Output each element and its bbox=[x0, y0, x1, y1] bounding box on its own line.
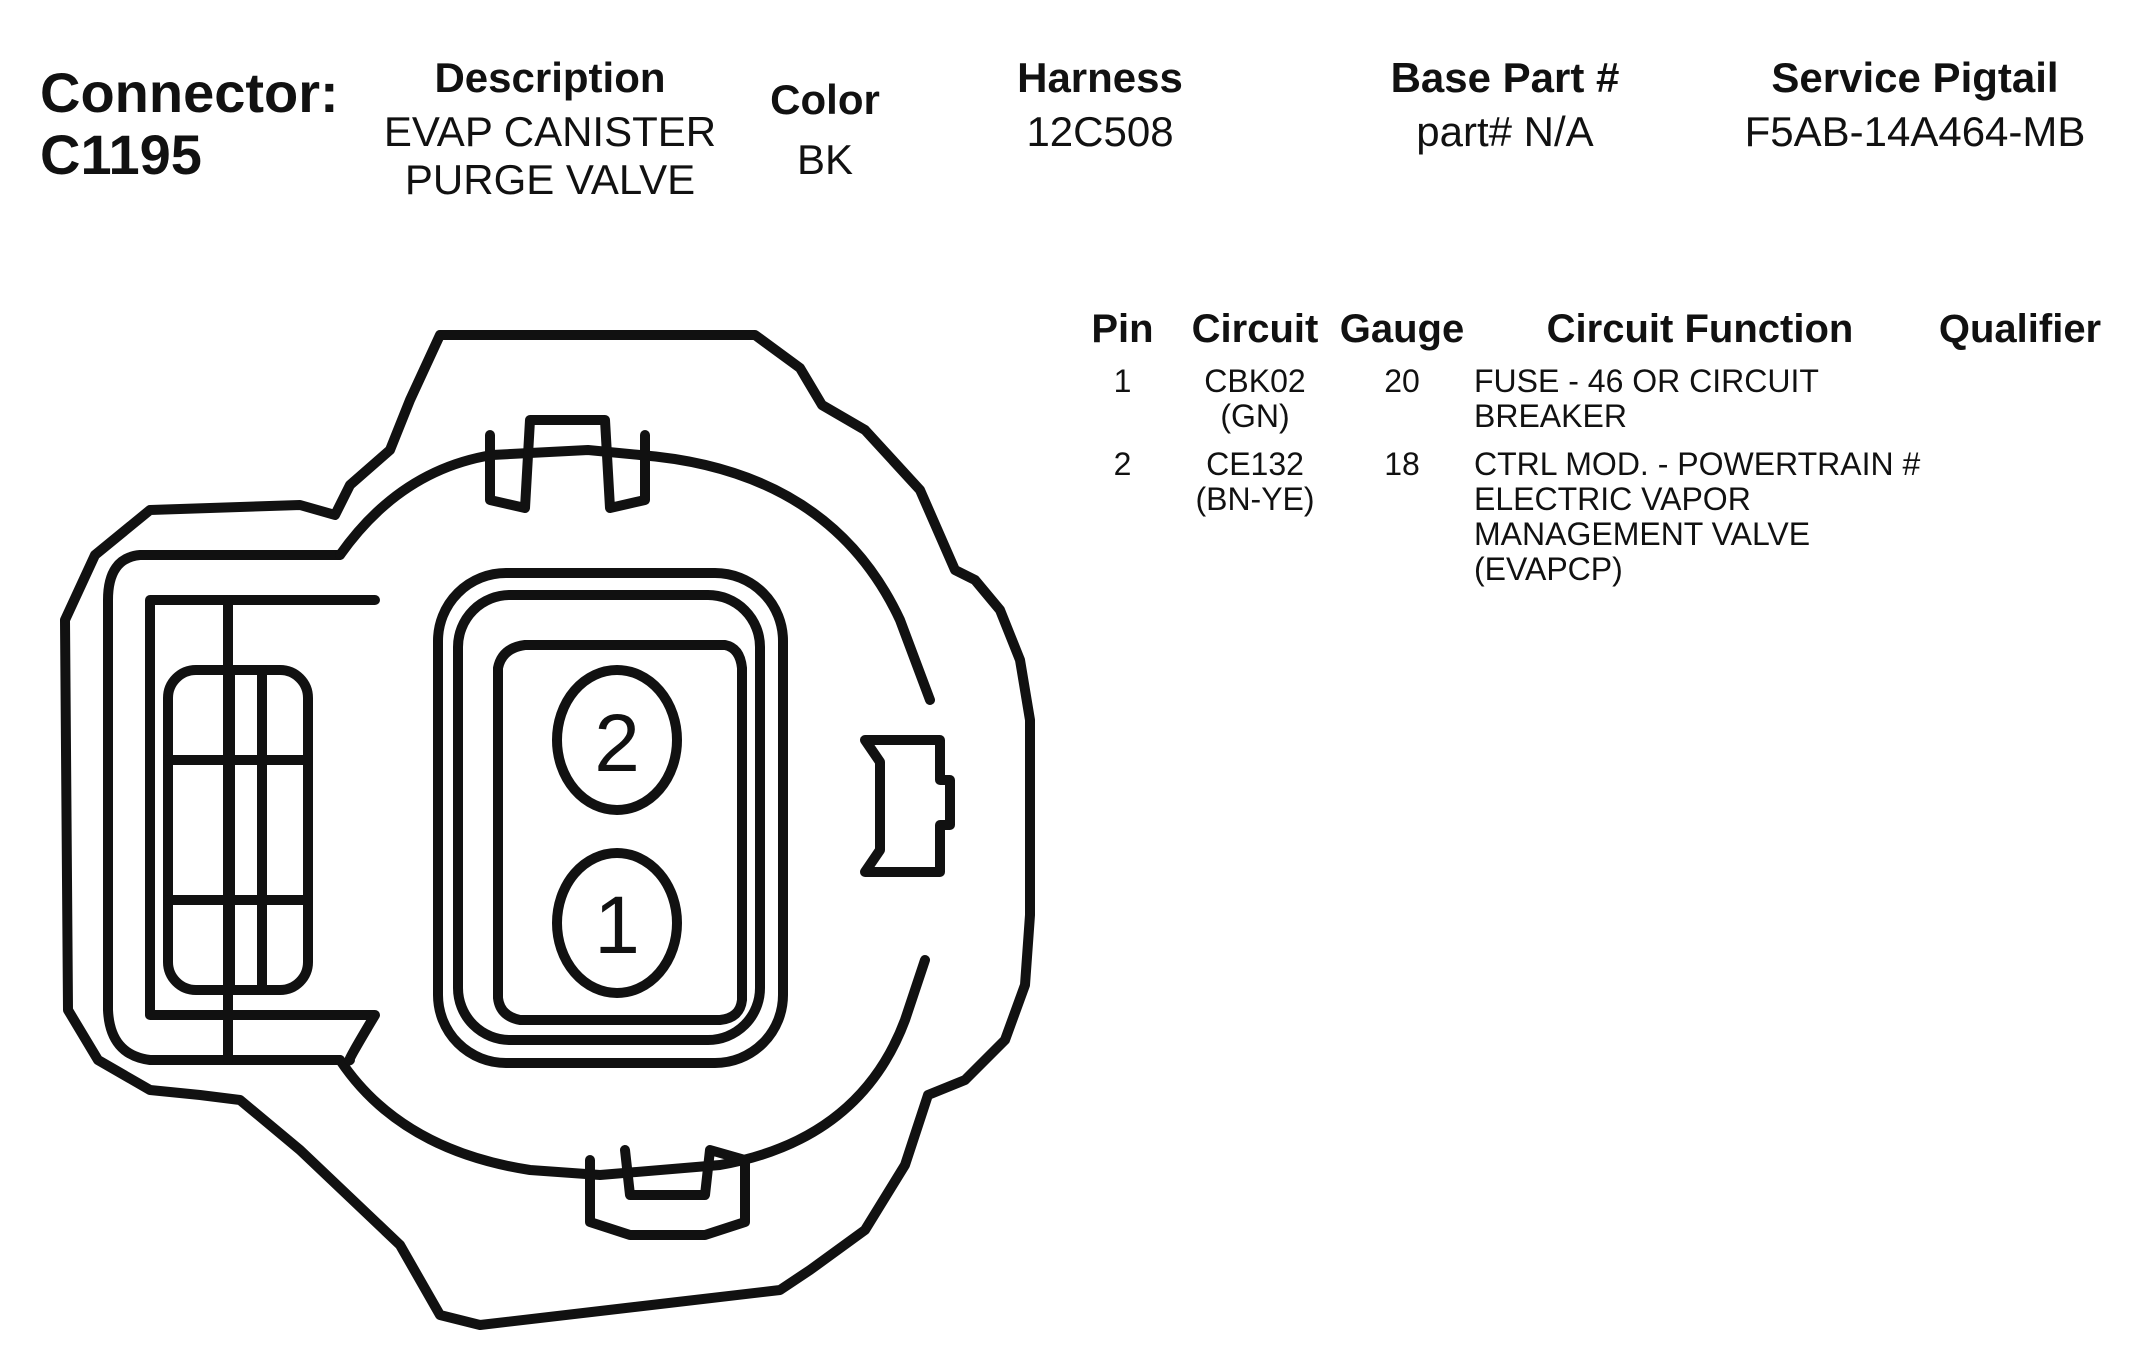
pin-2-cavity bbox=[552, 665, 682, 815]
harness-column: Harness 12C508 bbox=[980, 54, 1220, 156]
pin-1-label: 1 bbox=[594, 880, 640, 971]
row-circuit-color: (GN) bbox=[1220, 398, 1290, 434]
row-function-line: CTRL MOD. - POWERTRAIN # bbox=[1474, 446, 1921, 482]
table-header-function: Circuit Function bbox=[1546, 307, 1854, 351]
harness-value: 12C508 bbox=[1026, 108, 1174, 155]
housing-inner-lower-arc bbox=[335, 955, 930, 1180]
table-header-gauge: Gauge bbox=[1339, 307, 1465, 351]
color-label: Color bbox=[770, 76, 880, 123]
description-column: Description EVAP CANISTER PURGE VALVE bbox=[370, 54, 730, 204]
row-circuit-color: (BN-YE) bbox=[1195, 481, 1315, 517]
latch-block bbox=[163, 665, 313, 995]
terminal-block bbox=[493, 640, 747, 1025]
description-label: Description bbox=[434, 54, 666, 101]
connector-id: C1195 bbox=[40, 123, 202, 186]
housing-inner-upper-arc bbox=[335, 445, 935, 705]
row-pin: 2 bbox=[1113, 446, 1132, 482]
bottom-key bbox=[585, 1145, 750, 1240]
row-function: FUSE - 46 OR CIRCUIT BREAKER bbox=[1474, 364, 1819, 434]
cavity-outer bbox=[433, 568, 788, 1068]
row-circuit-id: CE132 bbox=[1206, 446, 1304, 482]
service-pigtail-value: F5AB-14A464-MB bbox=[1744, 108, 2086, 155]
row-function-line: MANAGEMENT VALVE bbox=[1474, 516, 1811, 552]
latch-rib-3 bbox=[163, 755, 313, 905]
color-value: BK bbox=[796, 136, 854, 183]
description-line-2: PURGE VALVE bbox=[404, 156, 696, 203]
latch-frame bbox=[145, 595, 380, 1066]
base-part-value: part# N/A bbox=[1416, 108, 1594, 155]
right-key bbox=[860, 735, 955, 877]
service-pigtail-label: Service Pigtail bbox=[1771, 54, 2059, 101]
top-key bbox=[485, 415, 650, 513]
row-function-line: BREAKER bbox=[1474, 398, 1627, 434]
row-gauge: 18 bbox=[1384, 446, 1420, 482]
table-header-qualifier: Qualifier bbox=[1938, 307, 2102, 351]
description-line-1: EVAP CANISTER bbox=[383, 108, 717, 155]
row-circuit: CE132 (BN-YE) bbox=[1175, 447, 1335, 517]
row-circuit: CBK02 (GN) bbox=[1175, 364, 1335, 434]
table-header-circuit: Circuit bbox=[1191, 307, 1319, 351]
pin-2-label: 2 bbox=[594, 698, 640, 789]
color-column: Color BK bbox=[745, 76, 905, 184]
row-function-line: ELECTRIC VAPOR bbox=[1474, 481, 1751, 517]
housing-inner-left bbox=[103, 550, 345, 1065]
row-pin: 1 bbox=[1113, 363, 1132, 399]
row-circuit-id: CBK02 bbox=[1204, 363, 1306, 399]
cavity-middle bbox=[453, 590, 765, 1045]
table-header-pin: Pin bbox=[1091, 307, 1154, 351]
row-function-line: FUSE - 46 OR CIRCUIT bbox=[1474, 363, 1819, 399]
connector-label: Connector: bbox=[40, 61, 339, 124]
harness-label: Harness bbox=[1017, 54, 1183, 101]
housing-outline bbox=[60, 330, 1035, 1330]
service-pigtail-column: Service Pigtail F5AB-14A464-MB bbox=[1720, 54, 2110, 156]
pin-1-cavity bbox=[552, 848, 682, 998]
table-row: 1 CBK02 (GN) 20 FUSE - 46 OR CIRCUIT BRE… bbox=[1075, 364, 2115, 444]
table-row: 2 CE132 (BN-YE) 18 CTRL MOD. - POWERTRAI… bbox=[1075, 447, 2115, 597]
base-part-column: Base Part # part# N/A bbox=[1360, 54, 1650, 156]
base-part-label: Base Part # bbox=[1390, 54, 1620, 101]
row-function-line: (EVAPCP) bbox=[1474, 551, 1623, 587]
row-gauge: 20 bbox=[1384, 363, 1420, 399]
row-function: CTRL MOD. - POWERTRAIN # ELECTRIC VAPOR … bbox=[1474, 447, 1920, 587]
